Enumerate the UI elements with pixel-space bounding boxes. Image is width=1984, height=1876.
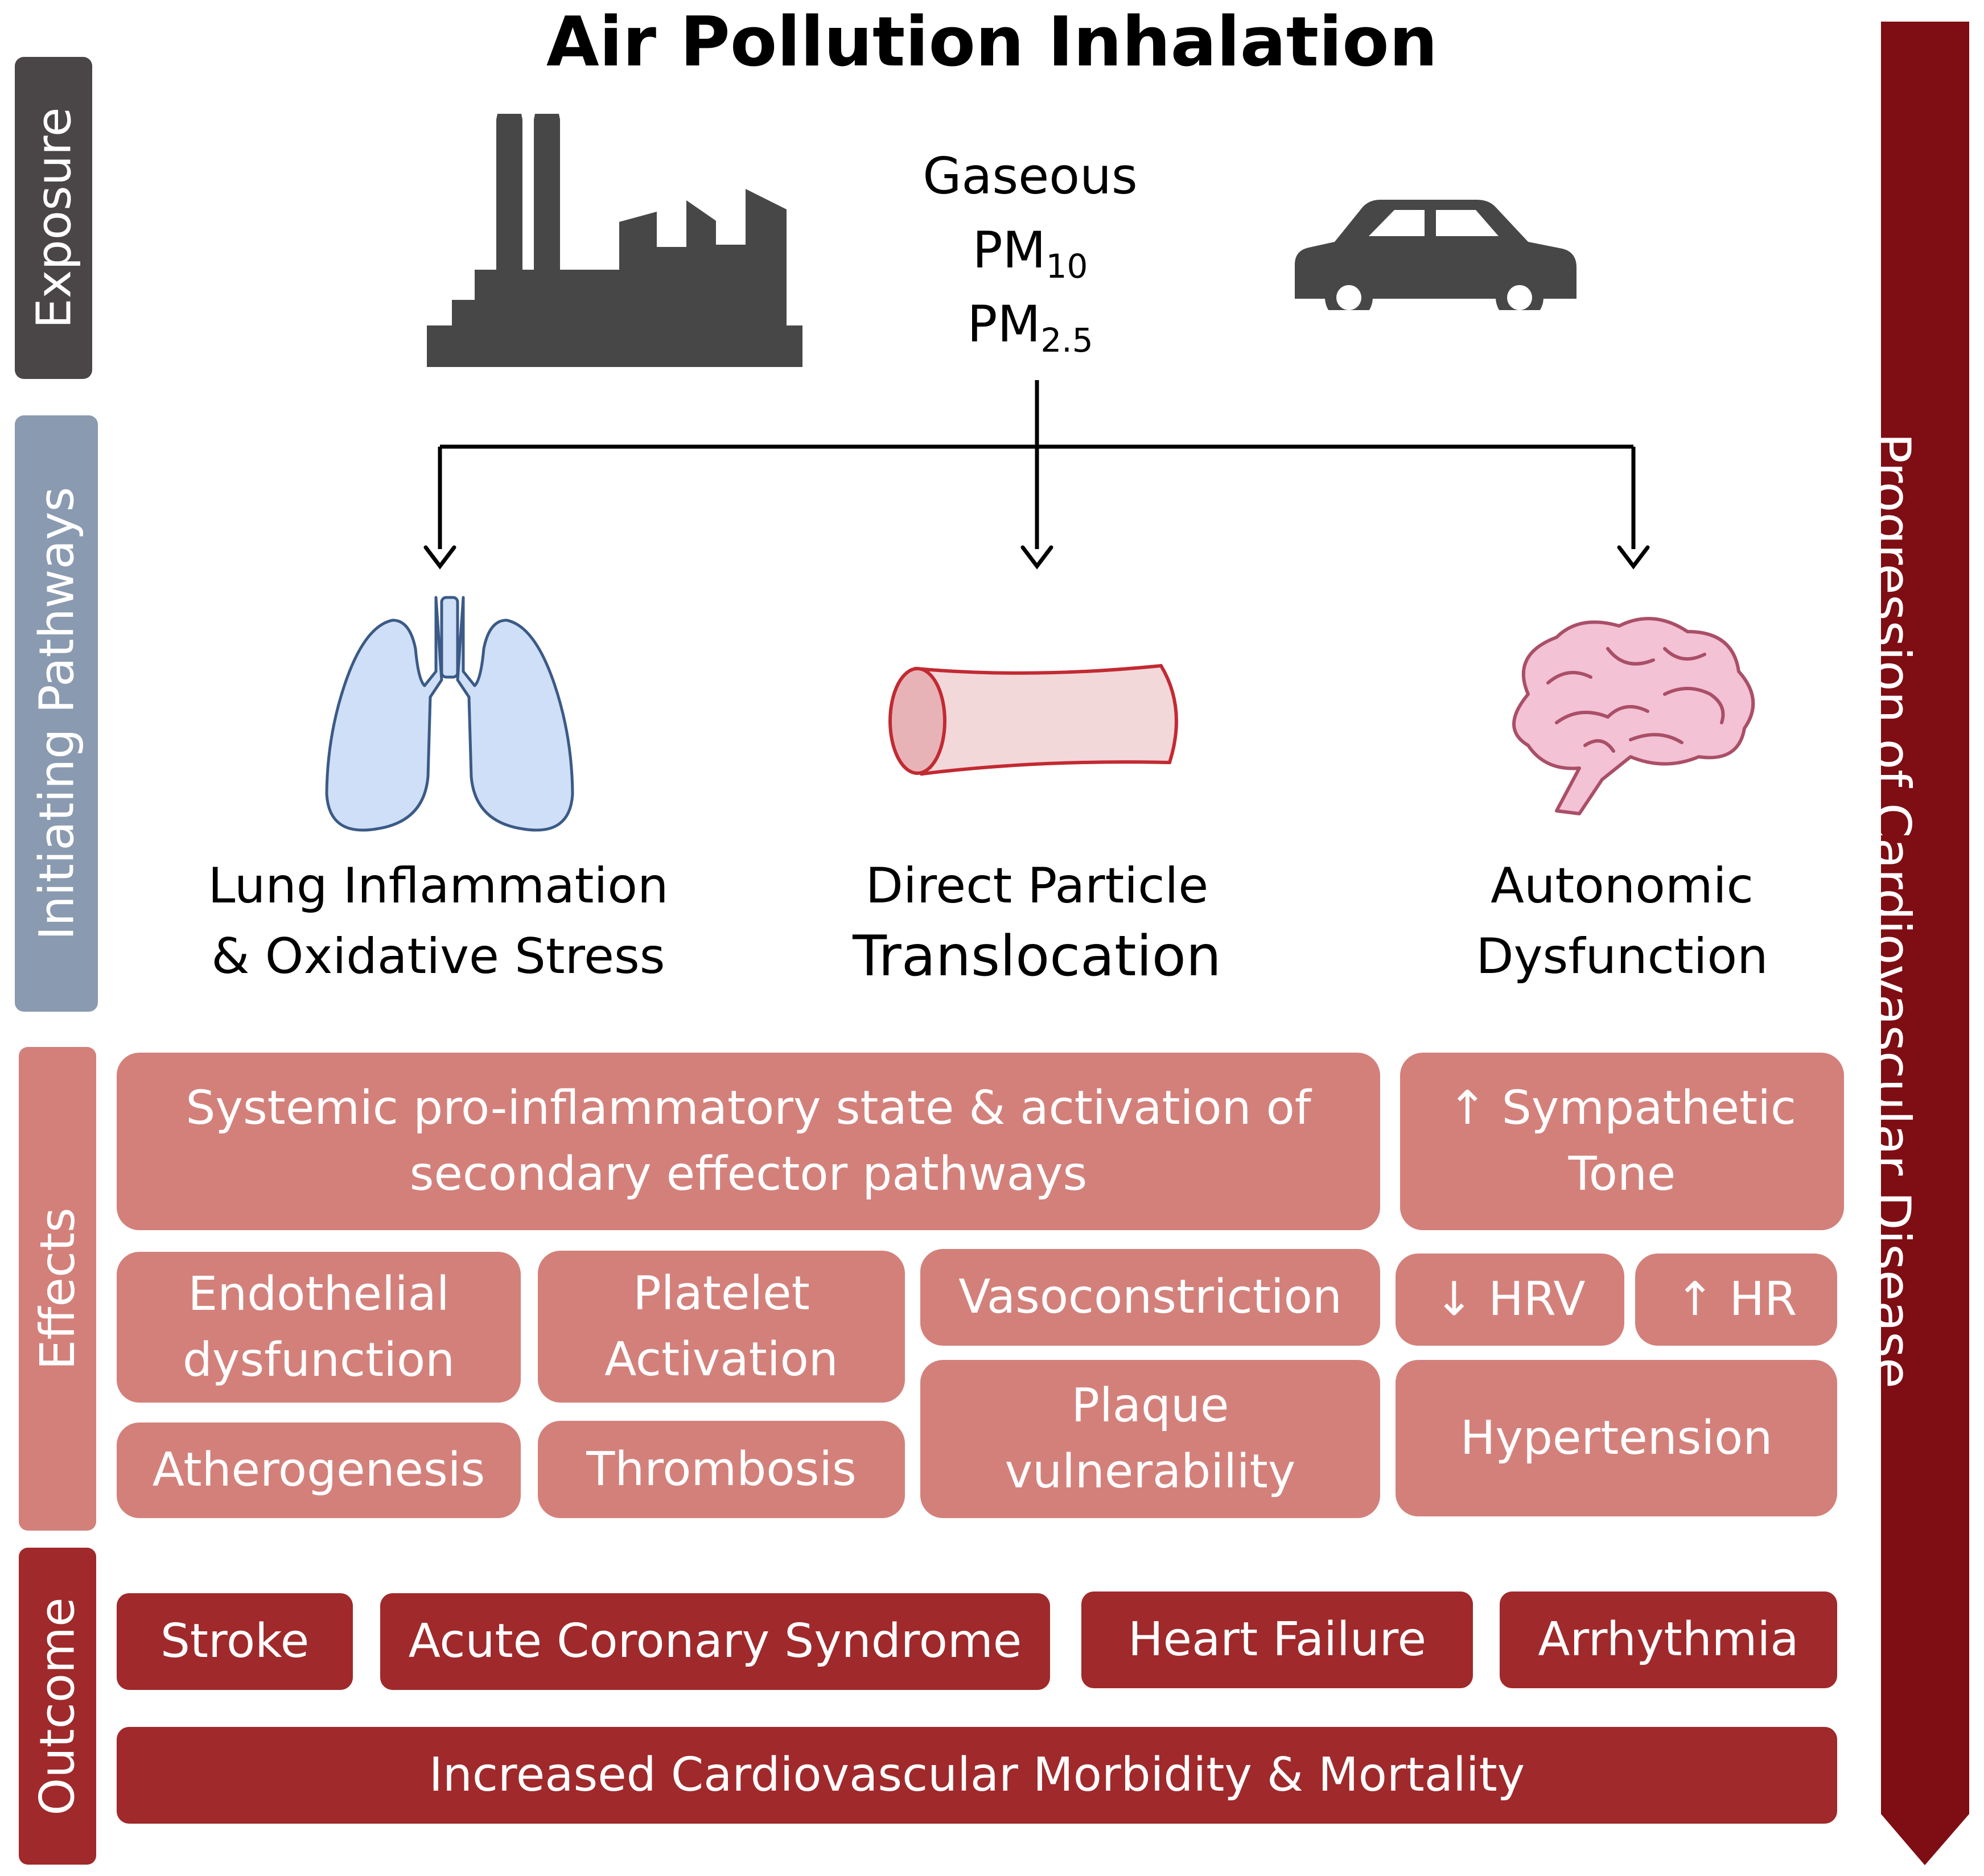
pathway-lung-line1: Lung Inflammation [208, 857, 669, 914]
outcome-increased-morbidity-mortality: Increased Cardiovascular Morbidity & Mor… [117, 1727, 1837, 1824]
pollutant-list: Gaseous PM10 PM2.5 [888, 139, 1172, 361]
stage-initiating-pathways: Initiating Pathways [15, 415, 98, 1012]
effect-endothelial-dysfunction: Endothelial dysfunction [117, 1252, 521, 1403]
pathway-autonomic-dysfunction: Autonomic Dysfunction [1366, 851, 1878, 992]
factory-icon [427, 114, 802, 367]
effect-systemic-inflammation: Systemic pro-inflammatory state & activa… [117, 1053, 1380, 1230]
car-icon [1295, 200, 1577, 310]
effect-vasoconstriction: Vasoconstriction [920, 1249, 1380, 1346]
effect-sympathetic-tone: ↑ Sympathetic Tone [1400, 1053, 1844, 1230]
pathway-lung-inflammation: Lung Inflammation & Oxidative Stress [182, 851, 694, 992]
stage-outcome: Outcome [19, 1548, 96, 1865]
pathway-autonomic-line2: Dysfunction [1476, 928, 1768, 985]
effect-thrombosis: Thrombosis [538, 1421, 905, 1518]
outcome-acute-coronary-syndrome: Acute Coronary Syndrome [380, 1593, 1050, 1690]
effect-atherogenesis: Atherogenesis [117, 1423, 521, 1518]
stage-effects: Effects [19, 1047, 96, 1531]
stage-exposure: Exposure [15, 57, 92, 379]
pollutant-pm10: PM10 [972, 221, 1088, 286]
pathway-direct-line2: Translocation [853, 924, 1221, 989]
pathway-direct-translocation: Direct Particle Translocation [781, 851, 1293, 992]
stage-effects-label: Effects [30, 1207, 86, 1370]
branch-arrows [423, 380, 1650, 570]
pathway-lung-line2: & Oxidative Stress [211, 928, 665, 985]
effect-plaque-vulnerability: Plaque vulnerability [920, 1360, 1380, 1518]
outcome-heart-failure: Heart Failure [1081, 1591, 1473, 1688]
diagram-title: Air Pollution Inhalation [546, 3, 1438, 82]
pathway-direct-line1: Direct Particle [865, 857, 1209, 914]
stage-outcome-label: Outcome [30, 1597, 85, 1816]
outcome-stroke: Stroke [117, 1593, 353, 1690]
pathway-autonomic-line1: Autonomic [1491, 857, 1754, 914]
outcome-arrhythmia: Arrhythmia [1500, 1591, 1837, 1688]
effect-increased-hr: ↑ HR [1635, 1254, 1837, 1346]
blood-vessel-icon [888, 663, 1178, 776]
effect-hypertension: Hypertension [1396, 1360, 1837, 1516]
effect-decreased-hrv: ↓ HRV [1396, 1254, 1624, 1346]
lungs-icon [325, 596, 574, 832]
progression-arrow [1881, 22, 1969, 1865]
effect-platelet-activation: Platelet Activation [538, 1251, 905, 1403]
pollutant-pm25: PM2.5 [967, 295, 1093, 360]
pollutant-gaseous: Gaseous [923, 147, 1138, 205]
brain-icon [1512, 617, 1755, 815]
